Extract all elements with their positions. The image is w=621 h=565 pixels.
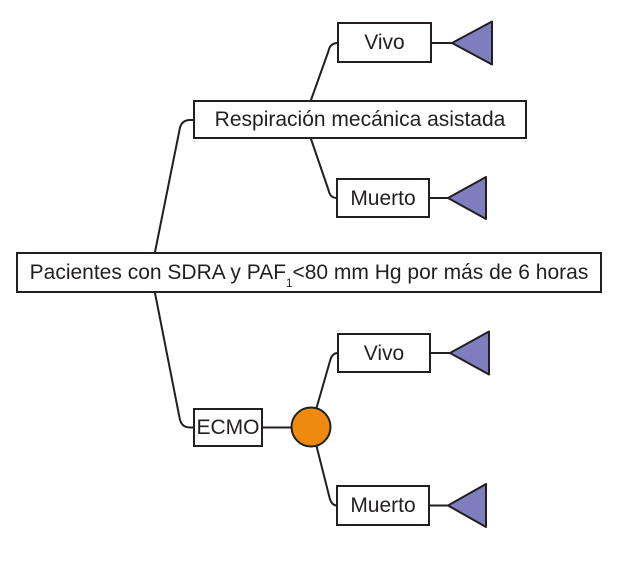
ecmo-dead-label: Muerto (350, 494, 416, 517)
root-label-subscript: 1 (286, 278, 293, 291)
root-node-label: Pacientes con SDRA y PAF1<80 mm Hg por m… (29, 261, 589, 291)
connector-ventilation-to-vivo (310, 42, 339, 101)
connector-chance-to-muerto (315, 445, 338, 507)
terminal-node-icon-vivo1 (451, 20, 493, 66)
terminal-node-icon-vivo2 (449, 330, 490, 376)
chance-node-icon (290, 406, 332, 448)
ventilation-branch-box: Respiración mecánica asistada (193, 100, 527, 139)
connector-root-to-ecmo (154, 292, 195, 429)
ecmo-dead-box: Muerto (336, 485, 430, 526)
ecmo-alive-box: Vivo (337, 333, 431, 373)
ventilation-alive-label: Vivo (364, 31, 405, 54)
connector-root-to-ventilation (154, 119, 195, 253)
ventilation-dead-box: Muerto (336, 178, 430, 218)
ecmo-branch-box: ECMO (193, 408, 263, 447)
terminal-node-icon-muerto1 (447, 176, 487, 220)
ventilation-dead-label: Muerto (350, 186, 416, 210)
ecmo-alive-label: Vivo (363, 341, 405, 365)
connector-ventilation-to-muerto (310, 138, 338, 199)
ventilation-alive-box: Vivo (337, 22, 432, 63)
terminal-node-icon-muerto2 (447, 483, 487, 528)
connector-chance-to-vivo (315, 352, 339, 409)
ecmo-branch-label: ECMO (196, 416, 260, 439)
ventilation-branch-label: Respiración mecánica asistada (214, 108, 506, 131)
root-node-box: Pacientes con SDRA y PAF1<80 mm Hg por m… (16, 252, 602, 293)
